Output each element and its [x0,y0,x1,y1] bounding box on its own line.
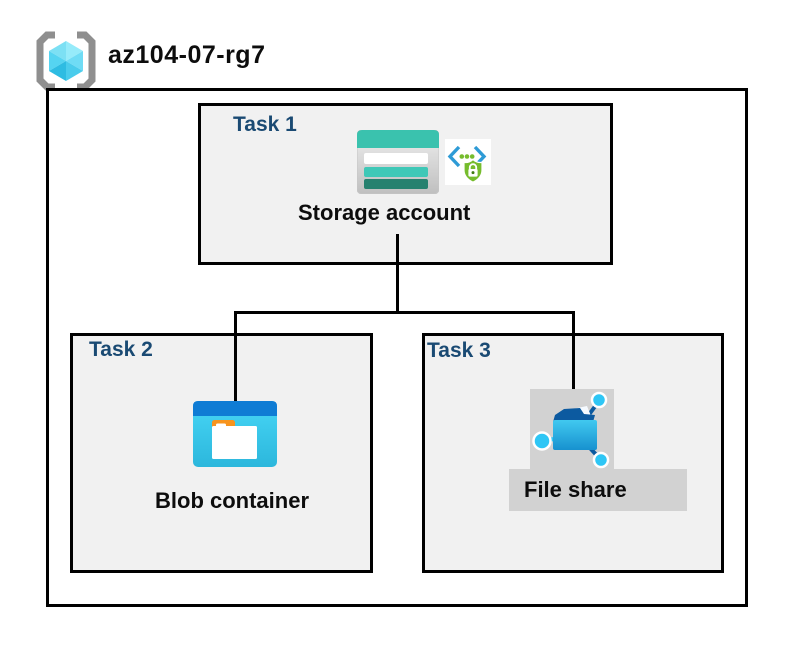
task1-label: Task 1 [233,113,297,136]
connector-branch-to-blob [234,311,237,401]
file-share-icon [532,391,610,469]
task3-label: Task 3 [427,339,491,362]
storage-account-label: Storage account [298,200,471,225]
connector-storage-to-branch [396,234,399,314]
blob-container-icon [193,401,277,467]
resource-group-icon [36,31,96,91]
connector-branch-to-fileshare [572,311,575,389]
connector-branch-horizontal [234,311,575,314]
shared-access-signature-icon [445,139,491,185]
file-share-label-background: File share [509,469,687,511]
resource-group-name: az104-07-rg7 [108,41,266,69]
file-share-label: File share [524,477,627,502]
blob-container-label: Blob container [155,488,310,513]
file-share-icon-background [530,389,614,469]
task2-label: Task 2 [89,338,153,361]
storage-account-icon [357,130,439,194]
